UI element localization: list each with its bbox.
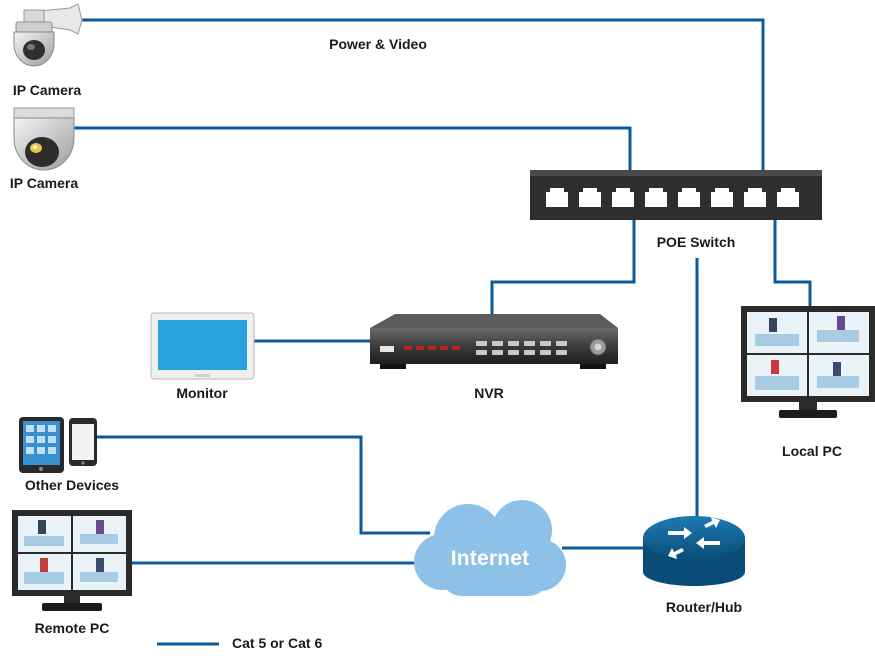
- internet-label: Internet: [450, 547, 530, 570]
- switch-port-icon: [777, 188, 799, 207]
- network-switch-icon: [530, 170, 822, 220]
- nvr-button-icon: [476, 341, 487, 346]
- switch-port-icon: [678, 188, 700, 207]
- nvr-button-icon: [476, 350, 487, 355]
- nvr-button-icon: [508, 350, 519, 355]
- nvr-recorder-icon: [370, 314, 618, 369]
- router-icon: [643, 516, 745, 586]
- switch-port-icon: [579, 188, 601, 207]
- switch-port-icon: [711, 188, 733, 207]
- cable-camera1-switch: [82, 18, 765, 186]
- switch-port-icon: [645, 188, 667, 207]
- monitor-icon: [150, 312, 255, 380]
- dome-camera-icon: [13, 107, 75, 171]
- cloud-icon: [414, 500, 566, 596]
- switch-port-icon: [546, 188, 568, 207]
- cable-switch-localpc: [773, 220, 812, 308]
- ip-camera-2-label: IP Camera: [9, 175, 79, 191]
- other-devices-label: Other Devices: [24, 477, 120, 493]
- nvr-button-icon: [524, 341, 535, 346]
- ip-camera-1-label: IP Camera: [12, 82, 82, 98]
- cable-otherdevices-internet: [96, 435, 430, 535]
- nvr-button-icon: [540, 350, 551, 355]
- local-pc-label: Local PC: [782, 443, 842, 459]
- nvr-button-icon: [492, 341, 503, 346]
- nvr-button-icon: [524, 350, 535, 355]
- cable-switch-nvr: [490, 220, 636, 318]
- monitor-label: Monitor: [176, 385, 228, 401]
- nvr-button-icon: [508, 341, 519, 346]
- remote-pc-label: Remote PC: [34, 620, 110, 636]
- pc-monitor-icon: [12, 510, 132, 611]
- power-video-label: Power & Video: [329, 36, 427, 52]
- switch-port-icon: [744, 188, 766, 207]
- cable-camera2-switch: [74, 126, 632, 186]
- ptz-dome-camera-icon: [13, 3, 83, 67]
- cables: [74, 18, 812, 646]
- switch-port-icon: [612, 188, 634, 207]
- nvr-button-icon: [556, 350, 567, 355]
- legend-label: Cat 5 or Cat 6: [232, 635, 323, 651]
- poe-switch-label: POE Switch: [656, 234, 736, 250]
- router-hub-label: Router/Hub: [665, 599, 743, 615]
- nvr-label: NVR: [474, 385, 504, 401]
- pc-monitor-icon: [741, 306, 875, 418]
- tablet-phone-icon: [19, 417, 97, 473]
- nvr-button-icon: [540, 341, 551, 346]
- nvr-button-icon: [556, 341, 567, 346]
- nvr-button-icon: [492, 350, 503, 355]
